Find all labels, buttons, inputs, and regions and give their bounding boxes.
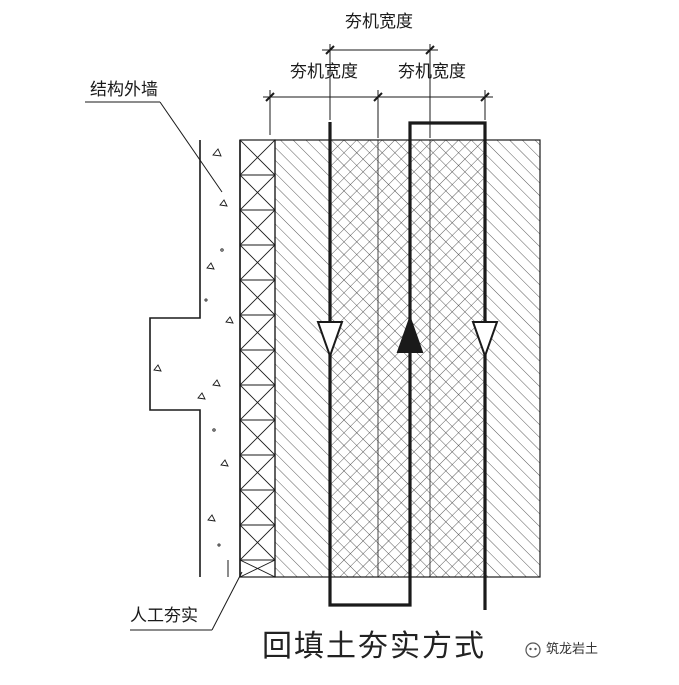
- dimension-label-left: 夯机宽度: [290, 62, 358, 82]
- watermark-logo-icon: [525, 642, 541, 658]
- concrete-aggregate: [153, 148, 234, 547]
- manual-compaction-label: 人工夯实: [130, 606, 198, 626]
- dimension-label-right: 夯机宽度: [398, 62, 466, 82]
- leader-lines: [85, 101, 243, 631]
- structure-wall: [149, 140, 201, 577]
- structure-wall-label: 结构外墙: [90, 80, 158, 100]
- watermark-text: 筑龙岩土: [546, 642, 599, 657]
- dimension-lines: [263, 44, 493, 138]
- compaction-path: [328, 121, 487, 610]
- down-arrow-icon: [316, 321, 344, 360]
- manual-compaction-zone: [239, 139, 276, 578]
- up-arrow-icon: [396, 314, 424, 353]
- dimension-label-total: 夯机宽度: [345, 12, 413, 32]
- down-arrow-icon: [471, 321, 499, 360]
- backfill-zone: [274, 139, 541, 578]
- diagram-title: 回填土夯实方式: [262, 629, 486, 664]
